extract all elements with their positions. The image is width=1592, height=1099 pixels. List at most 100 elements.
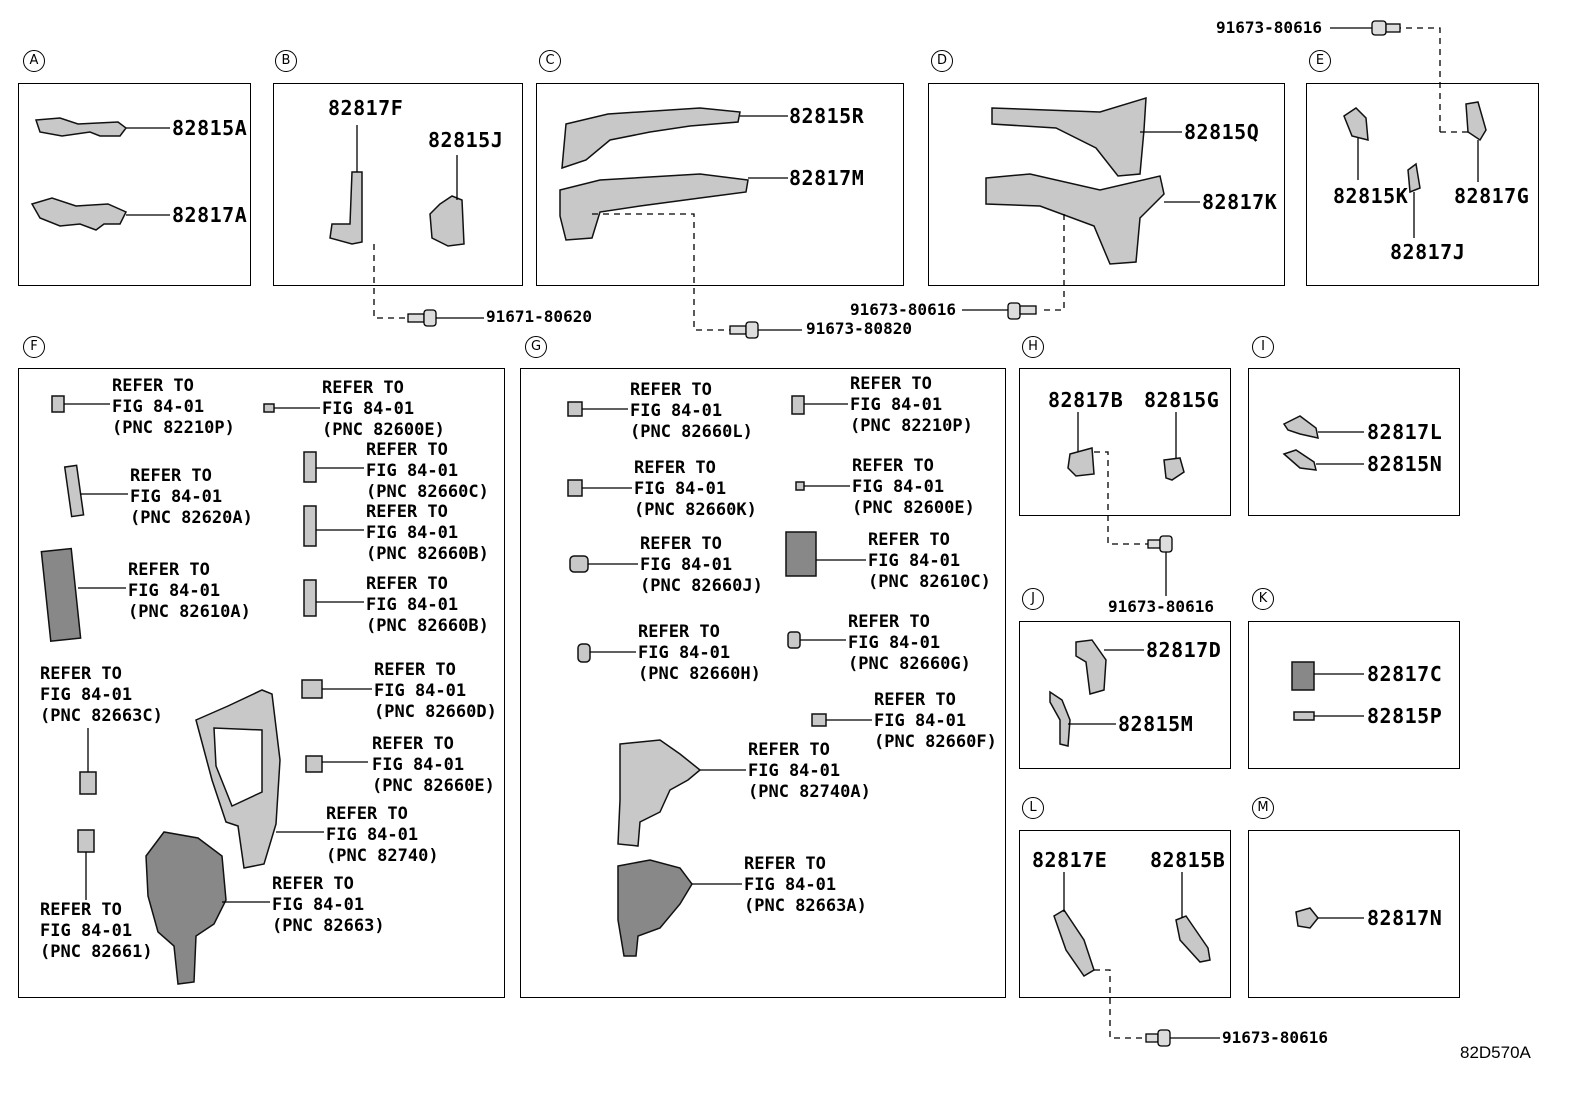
section-f-box (18, 368, 505, 998)
ref-f-82610a: REFER TO FIG 84-01 (PNC 82610A) (128, 560, 251, 622)
part-number-82815k: 82815K (1333, 184, 1409, 208)
part-82815a-drawing (34, 117, 128, 137)
part-82817l-drawing (1282, 415, 1319, 439)
fastener-code-c: 91673-80820 (806, 319, 912, 338)
part-number-82817b: 82817B (1048, 388, 1124, 412)
section-d-label: D (931, 50, 953, 72)
ref-g-82660k: REFER TO FIG 84-01 (PNC 82660K) (634, 458, 757, 520)
part-number-82815r: 82815R (789, 104, 865, 128)
part-number-82817a: 82817A (172, 203, 248, 227)
section-f-label: F (23, 336, 45, 358)
ref-f-82660e: REFER TO FIG 84-01 (PNC 82660E) (372, 734, 495, 796)
section-h-box (1019, 368, 1231, 516)
g-clip-4 (795, 481, 805, 491)
f-clip-4 (303, 505, 317, 547)
section-c-label: C (539, 50, 561, 72)
section-d-box (928, 83, 1285, 286)
ref-g-82660f: REFER TO FIG 84-01 (PNC 82660F) (874, 690, 997, 752)
section-a-label: A (23, 50, 45, 72)
section-e-label: E (1309, 50, 1331, 72)
part-82817c-drawing (1291, 661, 1315, 691)
ref-g-82660j: REFER TO FIG 84-01 (PNC 82660J) (640, 534, 763, 596)
f-frame-drawing (195, 689, 281, 869)
section-b-box (273, 83, 523, 286)
part-number-82817k: 82817K (1202, 190, 1278, 214)
f-clip-1 (51, 395, 65, 413)
part-number-82815j: 82815J (428, 128, 504, 152)
part-82815b-drawing (1175, 915, 1211, 963)
ref-g-82663a: REFER TO FIG 84-01 (PNC 82663A) (744, 854, 867, 916)
part-number-82815q: 82815Q (1184, 120, 1260, 144)
f-clip-3 (303, 451, 317, 483)
g-frame-drawing (617, 739, 702, 847)
g-clip-8 (811, 713, 827, 727)
part-number-82817c: 82817C (1367, 662, 1443, 686)
section-i-label: I (1252, 336, 1274, 358)
part-82815n-drawing (1282, 449, 1317, 471)
part-82817k-drawing (985, 173, 1165, 265)
f-large-bracket (40, 547, 82, 643)
part-82815p-drawing (1293, 711, 1315, 721)
part-82815g-drawing (1163, 457, 1185, 481)
section-a-box (18, 83, 251, 286)
part-number-82817m: 82817M (789, 166, 865, 190)
f-clip-9 (77, 829, 95, 853)
section-k-label: K (1252, 588, 1274, 610)
ref-g-82600e: REFER TO FIG 84-01 (PNC 82600E) (852, 456, 975, 518)
bolt-91673-80616-l-drawing (1145, 1029, 1171, 1047)
g-clip-5 (569, 555, 589, 573)
ref-g-82660g: REFER TO FIG 84-01 (PNC 82660G) (848, 612, 971, 674)
section-j-label: J (1022, 588, 1044, 610)
g-clip-3 (567, 479, 583, 497)
part-82817g-drawing (1465, 101, 1487, 142)
ref-f-82600e: REFER TO FIG 84-01 (PNC 82600E) (322, 378, 445, 440)
part-82815q-drawing (991, 96, 1147, 177)
part-number-82817d: 82817D (1146, 638, 1222, 662)
f-clip-6 (79, 771, 97, 795)
part-number-82817j: 82817J (1390, 240, 1466, 264)
ref-g-82610c: REFER TO FIG 84-01 (PNC 82610C) (868, 530, 991, 592)
part-82817a-drawing (30, 197, 128, 231)
ref-f-82620a: REFER TO FIG 84-01 (PNC 82620A) (130, 466, 253, 528)
section-h-label: H (1022, 336, 1044, 358)
g-clip-6 (577, 643, 591, 663)
part-number-82817n: 82817N (1367, 906, 1443, 930)
section-j-box (1019, 621, 1231, 769)
f-housing-drawing (145, 831, 227, 985)
fastener-code-b: 91671-80620 (486, 307, 592, 326)
bolt-91673-80616-h-drawing (1147, 535, 1173, 553)
f-clip-2 (263, 403, 275, 413)
ref-f-82660c: REFER TO FIG 84-01 (PNC 82660C) (366, 440, 489, 502)
part-number-82815b: 82815B (1150, 848, 1226, 872)
ref-g-82740a: REFER TO FIG 84-01 (PNC 82740A) (748, 740, 871, 802)
ref-f-82210p: REFER TO FIG 84-01 (PNC 82210P) (112, 376, 235, 438)
part-number-82815n: 82815N (1367, 452, 1443, 476)
section-b-label: B (275, 50, 297, 72)
section-g-label: G (525, 336, 547, 358)
part-82817m-drawing (559, 173, 749, 241)
g-clip-7 (787, 631, 801, 649)
part-82815k-drawing (1343, 107, 1369, 141)
part-82817b-drawing (1067, 447, 1095, 477)
g-clip-1 (567, 401, 583, 417)
bolt-91673-80616-top-drawing (1371, 20, 1401, 36)
ref-f-82660d: REFER TO FIG 84-01 (PNC 82660D) (374, 660, 497, 722)
part-number-82815g: 82815G (1144, 388, 1220, 412)
ref-f-82663: REFER TO FIG 84-01 (PNC 82663) (272, 874, 385, 936)
bolt-91671-80620-drawing (407, 309, 437, 327)
part-82815r-drawing (561, 107, 741, 170)
section-m-label: M (1252, 797, 1274, 819)
part-number-82815a: 82815A (172, 116, 248, 140)
section-m-box (1248, 830, 1460, 998)
diagram-id: 82D570A (1460, 1043, 1531, 1062)
f-clip-5 (303, 579, 317, 617)
section-i-box (1248, 368, 1460, 516)
part-number-82817e: 82817E (1032, 848, 1108, 872)
ref-f-82660b-1: REFER TO FIG 84-01 (PNC 82660B) (366, 502, 489, 564)
fastener-code-h: 91673-80616 (1108, 597, 1214, 616)
f-clip-7 (301, 679, 323, 699)
section-l-box (1019, 830, 1231, 998)
f-strip (63, 464, 85, 518)
